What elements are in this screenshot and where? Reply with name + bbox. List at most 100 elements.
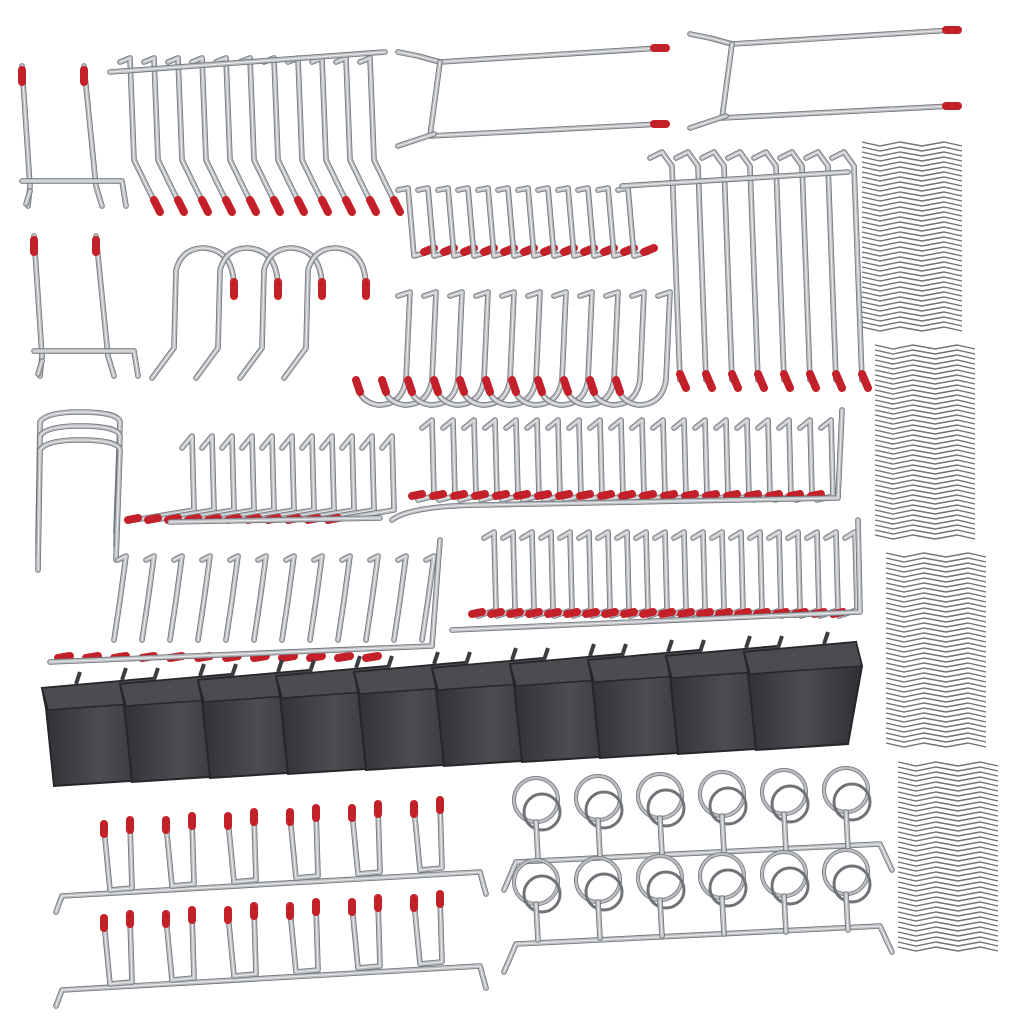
red-tip-cap xyxy=(408,490,426,500)
lock-clip xyxy=(885,712,987,718)
l-hook-small xyxy=(615,185,658,259)
lock-clip xyxy=(861,151,963,157)
red-tip-cap xyxy=(468,608,486,618)
l-hook xyxy=(408,417,437,503)
angled-hook xyxy=(362,553,437,662)
hook-rail xyxy=(619,169,851,189)
red-tip-cap xyxy=(582,608,600,618)
red-tip-cap xyxy=(378,376,390,396)
l-hook-small xyxy=(495,185,538,259)
red-tip-cap xyxy=(728,370,742,392)
lock-clip xyxy=(861,226,963,232)
l-hook xyxy=(734,529,765,619)
lock-clip xyxy=(874,344,976,350)
bin-hanger xyxy=(588,643,596,657)
lock-clip xyxy=(861,171,963,177)
red-tip-cap xyxy=(806,370,820,392)
red-tip-cap xyxy=(660,490,678,500)
red-tip-cap xyxy=(858,370,872,392)
bin-hanger xyxy=(152,667,160,681)
lock-clip xyxy=(861,236,963,242)
hook-rail xyxy=(107,49,388,75)
l-hook xyxy=(660,417,689,503)
ring xyxy=(770,784,810,824)
lock-clip xyxy=(861,146,963,152)
l-hook xyxy=(468,529,499,619)
hooks-assortment xyxy=(18,26,962,665)
lock-clip xyxy=(874,439,976,445)
lock-clip xyxy=(874,444,976,450)
long-straight-hook xyxy=(829,149,872,392)
tool-holder-rack xyxy=(53,796,489,915)
red-tip-cap xyxy=(246,196,260,216)
red-tip-cap xyxy=(482,376,494,396)
lock-clip xyxy=(885,562,987,568)
lock-clip xyxy=(874,499,976,505)
red-tip-cap xyxy=(471,490,489,500)
lock-clip xyxy=(897,916,999,922)
l-hook xyxy=(715,529,746,619)
lock-clip xyxy=(874,494,976,500)
bin-hanger xyxy=(822,631,830,645)
bin-hanger xyxy=(354,655,362,669)
bin-hanger xyxy=(776,635,784,649)
ring-holder-rack xyxy=(501,848,895,975)
lock-clip xyxy=(861,286,963,292)
curved-s-hook xyxy=(237,245,326,381)
lock-clip xyxy=(861,251,963,257)
red-tip-cap xyxy=(765,490,783,500)
l-hook xyxy=(753,529,784,619)
angled-hook xyxy=(250,553,325,662)
lock-clip xyxy=(874,489,976,495)
lock-clip xyxy=(897,766,999,772)
long-straight-hook xyxy=(777,149,820,392)
l-hook xyxy=(639,529,670,619)
lock-clip xyxy=(874,414,976,420)
lock-clip xyxy=(885,667,987,673)
ring xyxy=(832,782,872,822)
curved-s-hook xyxy=(281,245,370,381)
red-tip-cap xyxy=(144,514,162,524)
lock-clip xyxy=(897,911,999,917)
red-tip-cap xyxy=(555,490,573,500)
red-tip-cap xyxy=(506,608,524,618)
lock-clip xyxy=(885,607,987,613)
lock-clip xyxy=(897,931,999,937)
red-tip-cap xyxy=(544,608,562,618)
lock-clip xyxy=(885,687,987,693)
lock-clip xyxy=(897,846,999,852)
lock-clip xyxy=(885,632,987,638)
lock-clip xyxy=(861,211,963,217)
l-hook xyxy=(620,529,651,619)
red-tip-cap xyxy=(342,196,356,216)
red-tip-cap xyxy=(534,376,546,396)
u-loop-hook xyxy=(35,409,123,545)
red-tip-cap xyxy=(563,608,581,618)
lock-clip xyxy=(897,801,999,807)
lock-clip xyxy=(861,311,963,317)
lock-clip xyxy=(874,519,976,525)
red-tip-cap xyxy=(278,652,298,662)
lock-clip xyxy=(861,256,963,262)
l-hook xyxy=(124,433,197,524)
bin-hanger xyxy=(464,651,472,665)
storage-bin xyxy=(742,631,864,752)
red-tip-cap xyxy=(429,490,447,500)
lock-clip xyxy=(897,791,999,797)
red-tip-cap xyxy=(124,514,142,524)
lock-clip xyxy=(897,921,999,927)
long-straight-hook xyxy=(699,149,742,392)
lock-clip xyxy=(897,841,999,847)
red-tip-cap xyxy=(318,196,332,216)
bin-hanger xyxy=(120,667,128,681)
curved-s-hook xyxy=(149,245,238,381)
lock-clip xyxy=(874,479,976,485)
red-tip-cap xyxy=(525,608,543,618)
red-tip-cap xyxy=(362,652,382,662)
curved-s-hook xyxy=(193,245,282,381)
red-tip-cap xyxy=(640,244,658,256)
lock-clip xyxy=(861,161,963,167)
red-tip-cap xyxy=(723,490,741,500)
lock-clip xyxy=(885,737,987,743)
